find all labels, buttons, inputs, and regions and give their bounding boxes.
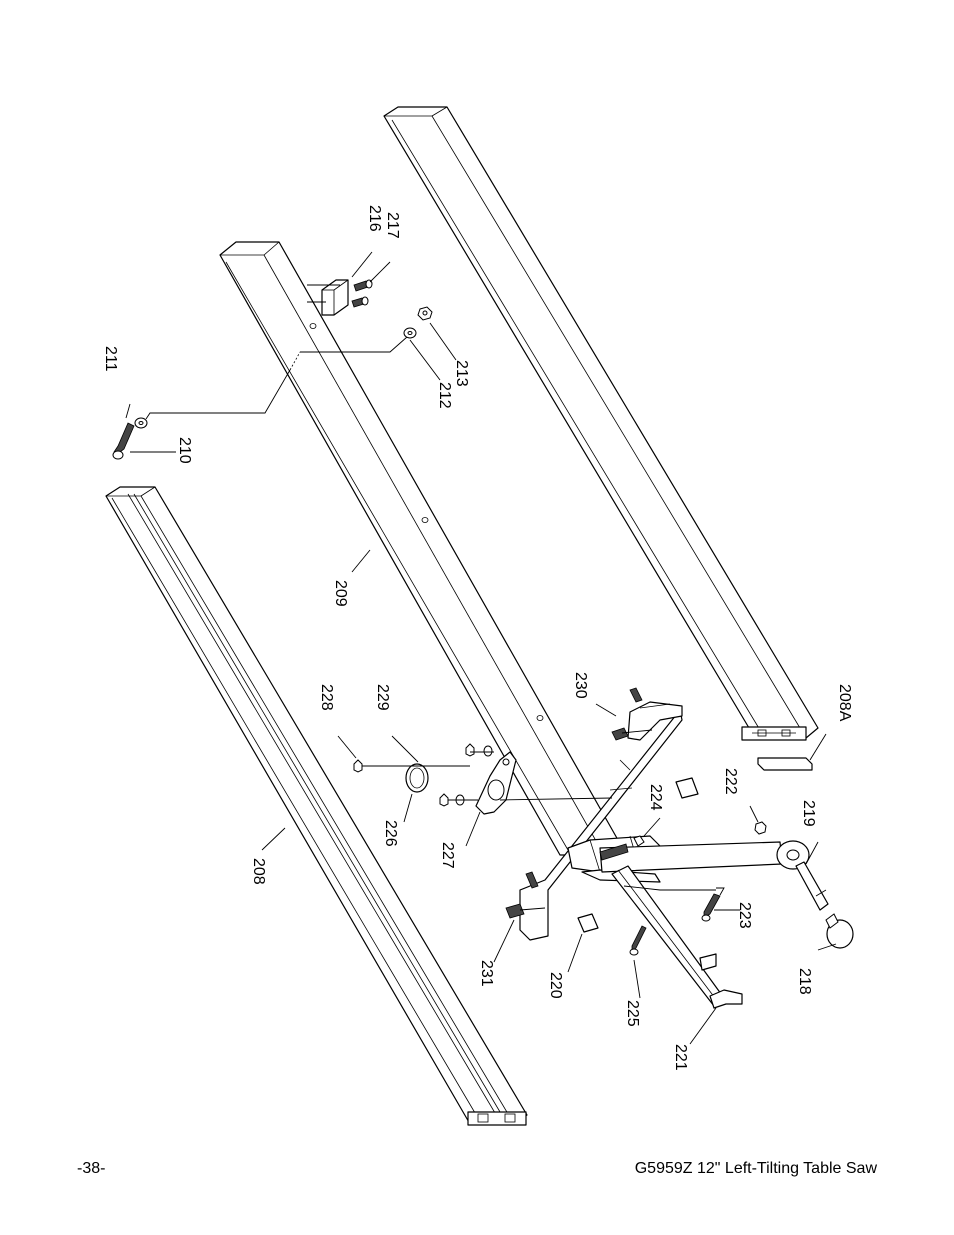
- callout-231: 231: [478, 960, 495, 987]
- callout-221: 221: [672, 1044, 689, 1071]
- callout-212: 212: [436, 382, 453, 409]
- clamp-rod-219: [599, 840, 829, 911]
- callout-208a: 208A: [836, 684, 853, 722]
- callout-225: 225: [624, 1000, 641, 1027]
- callout-230: 230: [572, 672, 589, 699]
- callout-213: 213: [453, 360, 470, 387]
- screw-228: [353, 759, 363, 773]
- knob-218: [825, 913, 854, 949]
- ring-226: [405, 763, 429, 793]
- bolt-225: [629, 925, 647, 956]
- bracket-216: [307, 279, 349, 316]
- callout-217: 217: [384, 212, 401, 239]
- set-screw-230: [611, 687, 643, 741]
- callout-227: 227: [439, 842, 456, 869]
- bolt-210: [112, 422, 135, 460]
- callout-220: 220: [547, 972, 564, 999]
- callout-229: 229: [374, 684, 391, 711]
- callout-222: 222: [722, 768, 739, 795]
- callout-226: 226: [382, 820, 399, 847]
- nut-222: [754, 821, 767, 835]
- nut-213: [417, 306, 433, 321]
- set-screw-231: [505, 871, 539, 919]
- front-extrusion-208: [105, 486, 528, 1126]
- callout-209: 209: [332, 580, 349, 607]
- washer-211: [134, 417, 148, 429]
- bolt-223: [701, 893, 721, 922]
- callout-216: 216: [366, 205, 383, 232]
- pad-220: [577, 913, 599, 933]
- callout-210: 210: [176, 437, 193, 464]
- screw-229-a: [465, 743, 493, 757]
- manual-title: G5959Z 12" Left-Tilting Table Saw: [634, 1160, 877, 1177]
- callout-218: 218: [796, 968, 813, 995]
- pad-mid: [675, 777, 699, 799]
- rear-rail-208a: [383, 106, 819, 741]
- callout-224: 224: [647, 784, 664, 811]
- guide-arm-221: [611, 865, 743, 1009]
- callout-leaders: [125, 251, 837, 1045]
- callout-208: 208: [250, 858, 267, 885]
- screw-224: [599, 835, 645, 861]
- end-cap-208a: [757, 757, 813, 771]
- bracket-227: [475, 751, 517, 815]
- callout-228: 228: [318, 684, 335, 711]
- callout-211: 211: [102, 346, 119, 372]
- screw-217: [351, 279, 373, 308]
- callout-223: 223: [736, 902, 753, 929]
- washer-212: [403, 327, 417, 339]
- callout-219: 219: [800, 800, 817, 827]
- page-number: -38-: [77, 1160, 106, 1177]
